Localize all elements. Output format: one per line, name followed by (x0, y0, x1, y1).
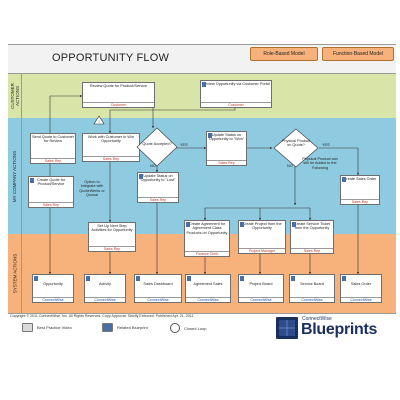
box-create-quote[interactable]: Create Quote for Product/Service Sales R… (28, 176, 74, 208)
lane-label-divider (21, 73, 22, 313)
box-work-with-customer[interactable]: Work with Customer to Win Opportunity Sa… (82, 133, 140, 162)
svg-text:!: ! (98, 119, 99, 124)
box-create-sales-order[interactable]: Create Sales Order Sales Rep (340, 175, 380, 205)
box-create-project[interactable]: Create Project from the Opportunity Proj… (238, 220, 286, 254)
system-box-sales-order[interactable]: Sales Order ConnectWise (340, 274, 382, 303)
document-icon (202, 82, 206, 87)
footer-divider (8, 313, 396, 314)
document-icon (136, 276, 140, 281)
note-physical-added: Physical Product can still be Added to t… (302, 157, 338, 170)
box-update-won[interactable]: Update Status on Opportunity to "Won" Sa… (206, 131, 247, 166)
document-icon (34, 276, 38, 281)
yes-label-physical: YES (322, 143, 330, 147)
document-icon (240, 222, 244, 227)
document-icon (86, 276, 90, 281)
document-icon (342, 177, 346, 182)
document-icon (187, 276, 191, 281)
blueprints-logo-mark (276, 317, 298, 339)
system-box-project-board[interactable]: Project Board ConnectWise (238, 274, 284, 303)
document-icon (292, 222, 296, 227)
no-label-physical: NO (287, 164, 293, 168)
connectwise-blueprints-logo: ConnectWise Blueprints (276, 316, 392, 340)
legend-related-blueprint[interactable]: Related Blueprint (102, 323, 148, 332)
box-create-service-ticket[interactable]: Create Service Ticket from the Opportuni… (290, 220, 334, 254)
document-icon (139, 174, 143, 179)
system-box-opportunity[interactable]: Opportunity ConnectWise (32, 274, 74, 303)
decision-quote-accepted-label: Quote Accepted? (142, 142, 172, 146)
document-icon (208, 133, 212, 138)
tab-function-based-model[interactable]: Function-Based Model (322, 47, 394, 61)
box-next-step-activities[interactable]: Set Up Next Step Activities for Opportun… (88, 222, 136, 252)
document-icon (186, 222, 190, 227)
decision-physical-product[interactable] (272, 128, 320, 168)
copyright-text: Copyright © 2011 ConnectWise, Inc. All R… (10, 314, 194, 318)
box-send-quote[interactable]: Send Quote to Customer for Review Sales … (30, 133, 76, 164)
system-box-agreement-sales[interactable]: Agreement Sales ConnectWise (185, 274, 231, 303)
document-icon (240, 276, 244, 281)
box-update-lost[interactable]: Update Status on Opportunity to "Lost" S… (137, 172, 179, 203)
note-integrate: Option to Integrate with QuoteWerks or Q… (79, 180, 105, 198)
closed-loop-icon (170, 323, 180, 333)
system-box-activity[interactable]: Activity ConnectWise (84, 274, 126, 303)
decision-quote-accepted[interactable] (135, 127, 179, 167)
system-box-sales-dashboard[interactable]: Sales Dashboard ConnectWise (134, 274, 182, 303)
video-icon (22, 323, 33, 332)
document-icon (342, 276, 346, 281)
box-review-portal[interactable]: Review Opportunity via Customer Portal C… (200, 80, 272, 108)
blueprint-icon (102, 323, 113, 332)
yes-label-quote: YES (180, 143, 188, 147)
box-create-agreement[interactable]: Create Agreement for Agreement Class Pro… (184, 220, 230, 257)
document-icon (291, 276, 295, 281)
legend-closed-loop[interactable]: Closed Loop (170, 323, 206, 333)
no-label-quote: NO (150, 164, 156, 168)
box-review-quote[interactable]: Review Quote for Product/Service Custome… (82, 82, 155, 108)
decision-physical-product-label: Physical Product on Quote? (281, 139, 311, 148)
page-title: OPPORTUNITY FLOW (52, 52, 170, 64)
tab-role-based-model[interactable]: Role-Based Model (250, 47, 318, 61)
document-icon (30, 178, 34, 183)
system-box-service-board[interactable]: Service Board ConnectWise (289, 274, 335, 303)
legend-best-practice-video[interactable]: Best Practice Video (22, 323, 72, 332)
